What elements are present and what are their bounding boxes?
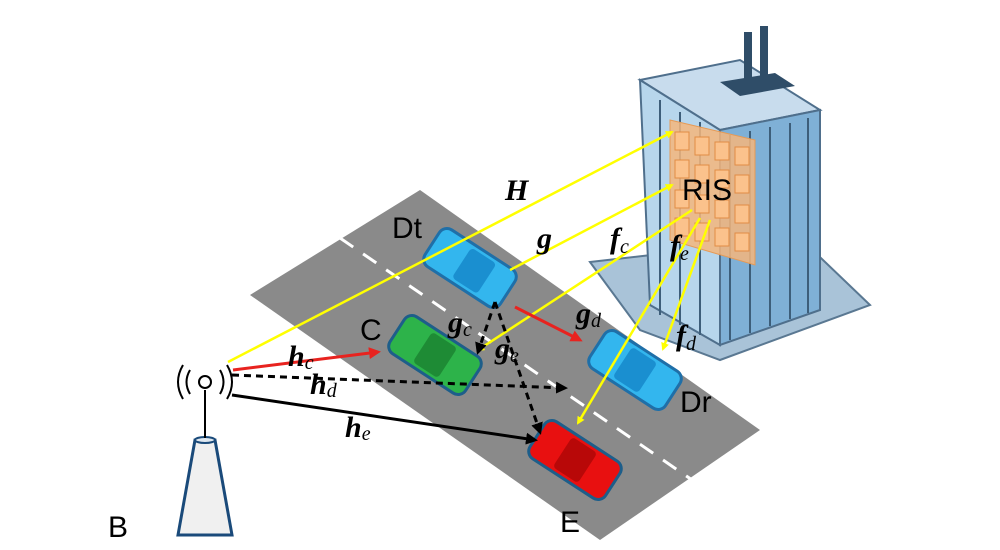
car-c [387, 313, 483, 397]
link-g-c [475, 301, 497, 355]
link-H [227, 130, 674, 364]
label-link-g: g [536, 222, 552, 255]
label-link-h-d: hd [310, 368, 338, 402]
ris-building [588, 26, 872, 362]
link-h-e [231, 393, 538, 445]
link-g-e [493, 301, 543, 435]
label-link-f-e: fe [670, 229, 689, 265]
link-f-c [476, 208, 693, 352]
label-link-h-c: hc [288, 340, 314, 374]
label-link-h-e: he [345, 411, 371, 445]
link-h-c [232, 347, 381, 372]
black-links [231, 301, 568, 445]
link-g-d [514, 305, 583, 342]
link-f-e [576, 217, 702, 425]
label-car-dt: Dt [392, 212, 423, 245]
label-link-g-c: gc [447, 306, 472, 341]
base-station [176, 364, 234, 537]
ris-links [227, 130, 712, 425]
label-link-g-e: ge [494, 332, 519, 367]
label-link-f-c: fc [610, 222, 629, 258]
label-link-H: H [504, 174, 530, 207]
label-car-c: C [360, 314, 382, 347]
label-link-f-d: fd [676, 319, 697, 355]
link-f-d [661, 219, 712, 351]
label-car-dr: Dr [680, 386, 712, 419]
link-h-d [231, 373, 568, 394]
red-links [232, 305, 583, 372]
label-link-g-d: gd [575, 297, 602, 332]
car-dr [587, 328, 683, 412]
link-g [509, 183, 674, 272]
label-ris: RIS [682, 174, 732, 207]
road [250, 190, 760, 540]
label-car-e: E [560, 506, 580, 539]
label-base-station: B [108, 511, 128, 544]
